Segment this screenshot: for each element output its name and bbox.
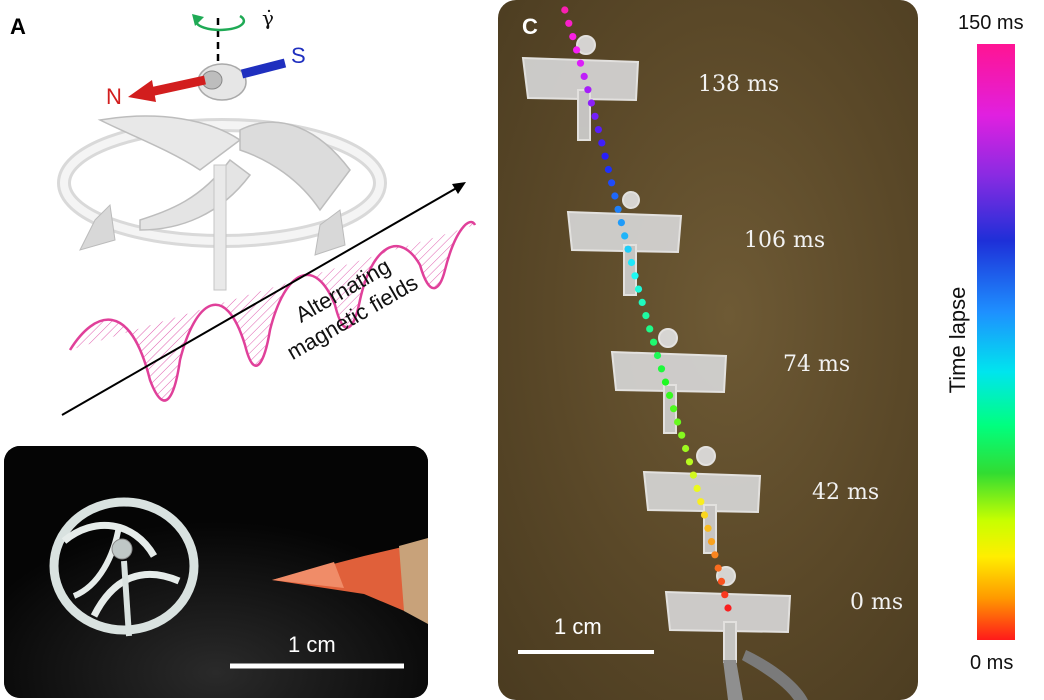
trajectory-dot xyxy=(724,604,732,612)
trajectory-dot xyxy=(614,205,622,213)
trajectory-dot xyxy=(661,378,670,386)
robot-with-pencil-photo xyxy=(4,446,428,698)
trajectory-dot xyxy=(561,6,569,14)
time-label-138ms: 138 ms xyxy=(698,72,780,97)
scale-label-b: 1 cm xyxy=(288,632,336,657)
trajectory-dot xyxy=(608,179,616,187)
trajectory-dot xyxy=(565,19,573,27)
trajectory-dot xyxy=(704,524,712,532)
trajectory-dot xyxy=(591,112,599,120)
trajectory-dot xyxy=(707,538,716,546)
trajectory-dot xyxy=(624,245,632,253)
trajectory-dot xyxy=(631,272,639,280)
robot-cage xyxy=(49,497,199,637)
magnetic-field-wave xyxy=(68,220,477,402)
colorbar-axis-label: Time lapse xyxy=(945,286,970,394)
colorbar-top-label: 150 ms xyxy=(958,12,1024,34)
south-pole-arrow xyxy=(240,58,287,79)
trajectory-dot xyxy=(693,484,701,492)
trajectory-dot xyxy=(721,591,729,599)
robot-blade xyxy=(239,121,351,212)
colorbar-bottom-label: 0 ms xyxy=(970,652,1014,674)
trajectory-dot xyxy=(638,298,646,306)
trajectory-dot xyxy=(580,72,588,80)
robot-frame-74ms xyxy=(610,328,728,434)
trajectory-dot xyxy=(587,99,595,107)
robot-frame-0ms xyxy=(664,566,792,663)
trajectory-dot xyxy=(682,444,690,453)
panel-c-timelapse-photo: C xyxy=(498,0,918,700)
robot-leg xyxy=(314,209,346,256)
trajectory-dot xyxy=(576,59,585,67)
robot-blade xyxy=(139,158,252,231)
trajectory-dot xyxy=(642,312,650,320)
trajectory-dot xyxy=(717,577,726,586)
rotation-arrowhead xyxy=(192,14,204,26)
trajectory-dot xyxy=(700,511,709,519)
trajectory-dot xyxy=(711,551,719,559)
trajectory-dot xyxy=(621,232,629,240)
trajectory-dot xyxy=(685,458,694,466)
time-label-0ms: 0 ms xyxy=(850,590,904,615)
rotation-rate-symbol: γ̇ xyxy=(262,6,274,30)
robot-schematic-illustration xyxy=(57,14,477,416)
time-label-74ms: 74 ms xyxy=(783,352,851,377)
trajectory-dot xyxy=(697,498,705,506)
trajectory-dot xyxy=(657,365,666,373)
trajectory-dot xyxy=(674,418,682,426)
trajectory-dot xyxy=(678,431,686,439)
trajectory-dot xyxy=(569,33,577,41)
robot-leg xyxy=(79,203,116,251)
panel-c-letter: C xyxy=(522,14,538,39)
field-axis-arrowhead xyxy=(452,182,466,194)
tweezers xyxy=(723,650,808,700)
north-pole-arrow xyxy=(149,75,206,97)
trajectory-dot xyxy=(714,564,722,572)
trajectory-dot xyxy=(598,139,606,147)
robot-frame-138ms xyxy=(521,35,640,141)
panel-a-schematic: A xyxy=(0,0,500,440)
magnet-core xyxy=(111,538,133,560)
trajectory-dot xyxy=(650,338,658,346)
trajectory-dot xyxy=(584,86,592,94)
trajectory-dot xyxy=(646,325,654,333)
trajectory-dot xyxy=(611,192,619,200)
trajectory-dot xyxy=(666,391,674,399)
north-arrowhead xyxy=(128,80,156,102)
pencil xyxy=(272,538,428,624)
panel-b-photo: B 1 cm xyxy=(4,446,428,698)
trajectory-dot xyxy=(634,285,643,293)
scale-label-c: 1 cm xyxy=(554,614,602,639)
trajectory-dot xyxy=(617,219,625,227)
trajectory-dot xyxy=(653,351,662,360)
robot-leg xyxy=(213,164,227,291)
trajectory-dot xyxy=(670,405,678,413)
timelapse-frames xyxy=(518,6,808,700)
trajectory-dot xyxy=(594,126,602,134)
south-label: S xyxy=(291,43,306,68)
north-label: N xyxy=(106,84,122,109)
time-lapse-colorbar xyxy=(977,44,1015,640)
trajectory-dot xyxy=(627,258,636,267)
rotation-arrow xyxy=(194,14,246,32)
trajectory-dot xyxy=(573,46,581,54)
trajectory-dot xyxy=(689,471,697,479)
time-label-106ms: 106 ms xyxy=(744,228,826,253)
time-label-42ms: 42 ms xyxy=(812,480,880,505)
trajectory-dot xyxy=(601,152,609,160)
field-axis-line xyxy=(61,185,461,416)
trajectory-dots xyxy=(561,6,732,612)
trajectory-dot xyxy=(604,165,612,174)
robot-frame-106ms xyxy=(566,191,683,296)
panel-a-letter: A xyxy=(10,14,26,39)
